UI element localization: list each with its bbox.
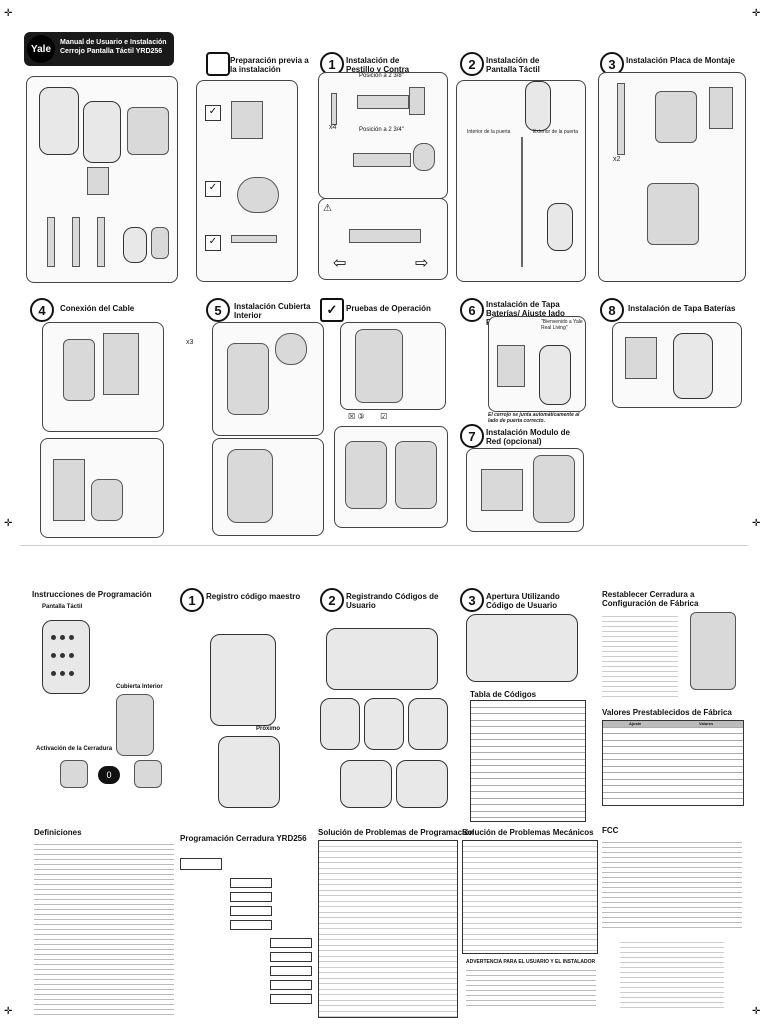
solucion-mec-title: Solución de Problemas Mecánicos [462, 828, 594, 837]
step-1-panel: Posición a 2 3/8" x4 Posición a 2 3/4" [318, 72, 448, 199]
activacion-label: Activación de la Cerradura [36, 746, 113, 752]
prog-step-2-title: Registrando Códigos de Usuario [346, 592, 439, 610]
step-5-title: Instalación Cubierta Interior [234, 302, 311, 320]
prog-step-3-title: Apertura Utilizando Código de Usuario [486, 592, 560, 610]
crop-mark-bl: ✛ [4, 1006, 13, 1017]
test-check-icon: ✓ [320, 298, 344, 322]
step-4-detail-panel [40, 438, 164, 538]
step-5-panel [212, 322, 324, 436]
test-steps: ☒ ③ ☑ [348, 412, 388, 421]
test-panel [340, 322, 446, 410]
crop-mark-br: ✛ [752, 1006, 761, 1017]
definiciones-text [34, 840, 174, 1016]
step-5-number: 5 [206, 298, 230, 322]
yale-logo: Yale [27, 35, 55, 63]
step-2-number: 2 [460, 52, 484, 76]
solucion-mec-table [462, 840, 598, 954]
solucion-prog-table [318, 840, 458, 1018]
fcc-text [602, 838, 742, 928]
fcc-title: FCC [602, 826, 619, 835]
step-2-panel: Interior de la puerta Exterior de la pue… [456, 80, 586, 282]
step-8-title: Instalación de Tapa Baterías [628, 304, 736, 313]
step-8-panel [612, 322, 742, 408]
step-3-panel: x2 [598, 72, 746, 282]
defaults-header-valores: Valores [699, 721, 714, 726]
parts-panel [26, 76, 178, 283]
crop-mark-mr: ✛ [752, 518, 761, 529]
step-1-warning-panel: ⚠ ⇦ ⇨ [318, 198, 448, 280]
contact-text [620, 938, 724, 1010]
step-8-number: 8 [600, 298, 624, 322]
programacion-title: Programación Cerradura YRD256 [180, 834, 307, 843]
crop-mark-tl: ✛ [4, 8, 13, 19]
activation-zero: 0 [98, 766, 120, 784]
step-4-panel [42, 322, 164, 432]
touchscreen-diagram [42, 620, 90, 694]
prog-step-1-title: Registro código maestro [206, 592, 301, 601]
defaults-header-ajuste: Ajuste [629, 721, 642, 726]
step-6-number: 6 [460, 298, 484, 322]
step-2-title: Instalación de Pantalla Táctil [486, 56, 540, 74]
test-panel-2 [334, 426, 448, 528]
crop-mark-tr: ✛ [752, 8, 761, 19]
restablecer-title: Restablecer Cerradura a Configuración de… [602, 590, 699, 608]
manual-header: Yale Manual de Usuario e Instalación Cer… [24, 32, 174, 66]
prog-title: Instrucciones de Programación [32, 590, 152, 599]
cubierta-label: Cubierta Interior [116, 684, 163, 690]
step-prep-title: Preparación previa a la instalación [230, 56, 309, 74]
step-7-title: Instalación Modulo de Red (opcional) [486, 428, 571, 446]
step-1-title: Instalación de Pestillo y Contra [346, 56, 410, 74]
tabla-title: Tabla de Códigos [470, 690, 537, 699]
step-4-number: 4 [30, 298, 54, 322]
solucion-prog-title: Solución de Problemas de Programación [318, 828, 475, 837]
step-4-title: Conexión del Cable [60, 304, 135, 313]
step-7-number: 7 [460, 424, 484, 448]
advertencia-title: ADVERTENCIA PARA EL USUARIO Y EL INSTALA… [466, 959, 596, 965]
step-6-panel: "Bienvenido a Yale Real Living" [488, 316, 586, 412]
prog-step-2-number: 2 [320, 588, 344, 612]
test-title: Pruebas de Operación [346, 304, 431, 313]
touchscreen-drawing [39, 87, 79, 155]
step-3-title: Instalación Placa de Montaje [626, 56, 735, 65]
definiciones-title: Definiciones [34, 828, 82, 837]
prog-step-3-number: 3 [460, 588, 484, 612]
header-title-1: Manual de Usuario e Instalación [60, 39, 167, 46]
prep-panel: ✓ ✓ ✓ [196, 80, 298, 282]
defaults-table: Ajuste Valores [602, 720, 744, 806]
valores-title: Valores Prestablecidos de Fábrica [602, 708, 732, 717]
header-title-2: Cerrojo Pantalla Táctil YRD256 [60, 48, 163, 55]
center-divider [20, 545, 748, 546]
step-prep-icon [206, 52, 230, 76]
pantalla-label: Pantalla Táctil [42, 604, 83, 610]
advertencia-text [466, 966, 596, 1006]
step-7-panel [466, 448, 584, 532]
prog-step-1-number: 1 [180, 588, 204, 612]
crop-mark-ml: ✛ [4, 518, 13, 529]
interior-cover-diagram [116, 694, 154, 756]
step-6-note: El cerrojo se junta automáticamente al l… [488, 412, 580, 424]
step-5-detail-panel [212, 438, 324, 536]
programming-flowchart [180, 848, 312, 1016]
codes-table [470, 700, 586, 822]
